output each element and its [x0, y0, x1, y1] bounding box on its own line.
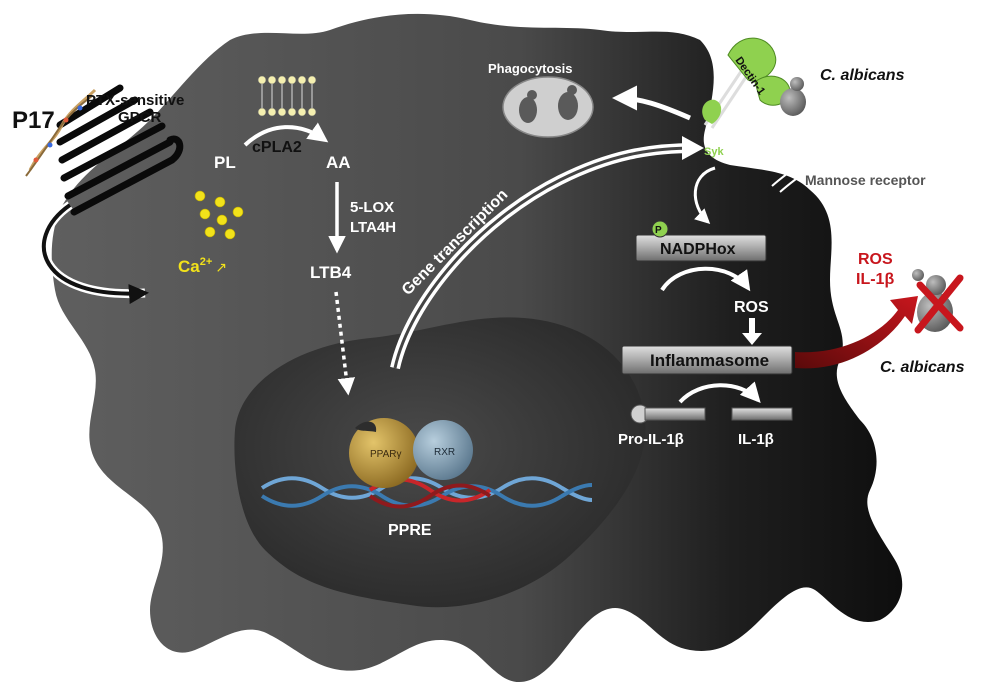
il1b-out-label: IL-1β — [856, 271, 894, 288]
lta4h-label: LTA4H — [350, 219, 396, 236]
c-albicans-top-label: C. albicans — [820, 67, 905, 84]
pro-il1b-label: Pro-IL-1β — [618, 431, 684, 448]
inflammasome-label: Inflammasome — [650, 351, 769, 370]
ros-il1b-release-arrow — [795, 296, 918, 369]
gpcr-receptor — [56, 84, 184, 216]
mannose-receptor — [771, 117, 874, 193]
phagosome — [502, 76, 594, 138]
c-albicans-top — [780, 77, 806, 116]
ros-out-label: ROS — [858, 251, 893, 268]
calcium-superscript: 2+ — [200, 256, 213, 268]
rxr — [413, 420, 473, 480]
c-albicans-bottom-label: C. albicans — [880, 359, 965, 376]
calcium-ions — [194, 190, 244, 240]
calcium-symbol: Ca — [178, 257, 200, 276]
calcium-label: Ca2+↗ — [178, 256, 227, 276]
rxr-label: RXR — [434, 447, 455, 458]
kill-x-mark — [914, 274, 964, 334]
to-phagocytosis-arrow — [612, 85, 691, 121]
syk-to-nadphox-arrow — [693, 166, 716, 225]
phospho-marker — [651, 220, 669, 238]
il1b-label: IL-1β — [738, 431, 774, 448]
dectin-1-receptor — [702, 37, 791, 129]
inflammasome-box — [621, 345, 793, 375]
gpcr-label-line1: PTX-sensitive — [86, 92, 184, 109]
nadphox-box — [635, 234, 767, 262]
gpcr-label-line2: GPCR — [118, 109, 162, 126]
p17-atoms — [33, 105, 83, 163]
cpla2-label: cPLA2 — [252, 139, 302, 156]
pro-il1b-bar — [630, 404, 706, 424]
ros-mid-label: ROS — [734, 299, 769, 316]
pl-to-aa-arrow — [243, 122, 329, 147]
ltb4-label: LTB4 — [310, 263, 352, 282]
phospho-label: P — [655, 225, 662, 236]
ppre-label: PPRE — [388, 522, 432, 539]
ppar-label: PPARγ — [370, 449, 402, 460]
phospholipid-bilayer — [257, 75, 317, 117]
5-lox-label: 5-LOX — [350, 199, 394, 216]
pro-to-il1b-arrow — [678, 381, 761, 404]
syk-label: Syk — [704, 146, 724, 158]
nadphox-to-ros-arrow — [660, 266, 751, 292]
aa-label: AA — [326, 153, 351, 172]
phagocytosis-label: Phagocytosis — [488, 61, 573, 76]
ltb4-to-nucleus-arrow — [334, 291, 356, 396]
pl-label: PL — [214, 153, 236, 172]
calcium-arrow: ↗ — [215, 259, 227, 275]
ppar-gamma — [349, 418, 419, 488]
mannose-receptor-label: Mannose receptor — [805, 172, 926, 188]
p17-label: P17 — [12, 107, 55, 134]
nadphox-label: NADPHox — [660, 241, 736, 258]
il1b-bar — [731, 407, 793, 421]
